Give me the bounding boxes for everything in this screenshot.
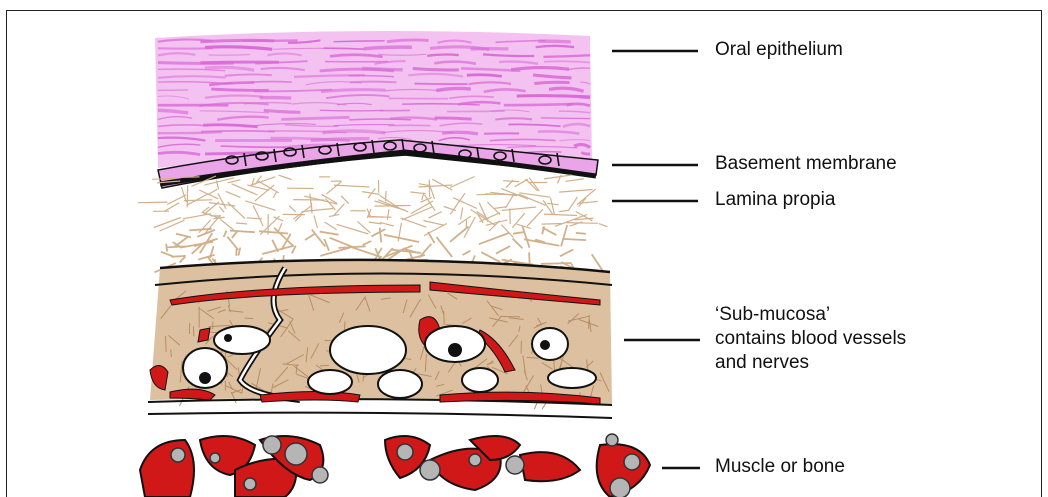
- label-muscle-or-bone: Muscle or bone: [715, 455, 845, 479]
- leader-lines: [612, 51, 700, 468]
- label-lamina-propia: Lamina propia: [715, 188, 835, 212]
- label-submucosa-line1: ‘Sub-mucosa’: [715, 303, 906, 327]
- label-submucosa: ‘Sub-mucosa’ contains blood vessels and …: [715, 303, 906, 375]
- submucosa-layer: [148, 260, 612, 418]
- label-oral-epithelium: Oral epithelium: [715, 38, 843, 62]
- label-submucosa-line2: contains blood vessels: [715, 327, 906, 351]
- label-basement-membrane: Basement membrane: [715, 152, 897, 176]
- label-submucosa-line3: and nerves: [715, 351, 906, 375]
- muscle-or-bone-layer: [140, 434, 650, 497]
